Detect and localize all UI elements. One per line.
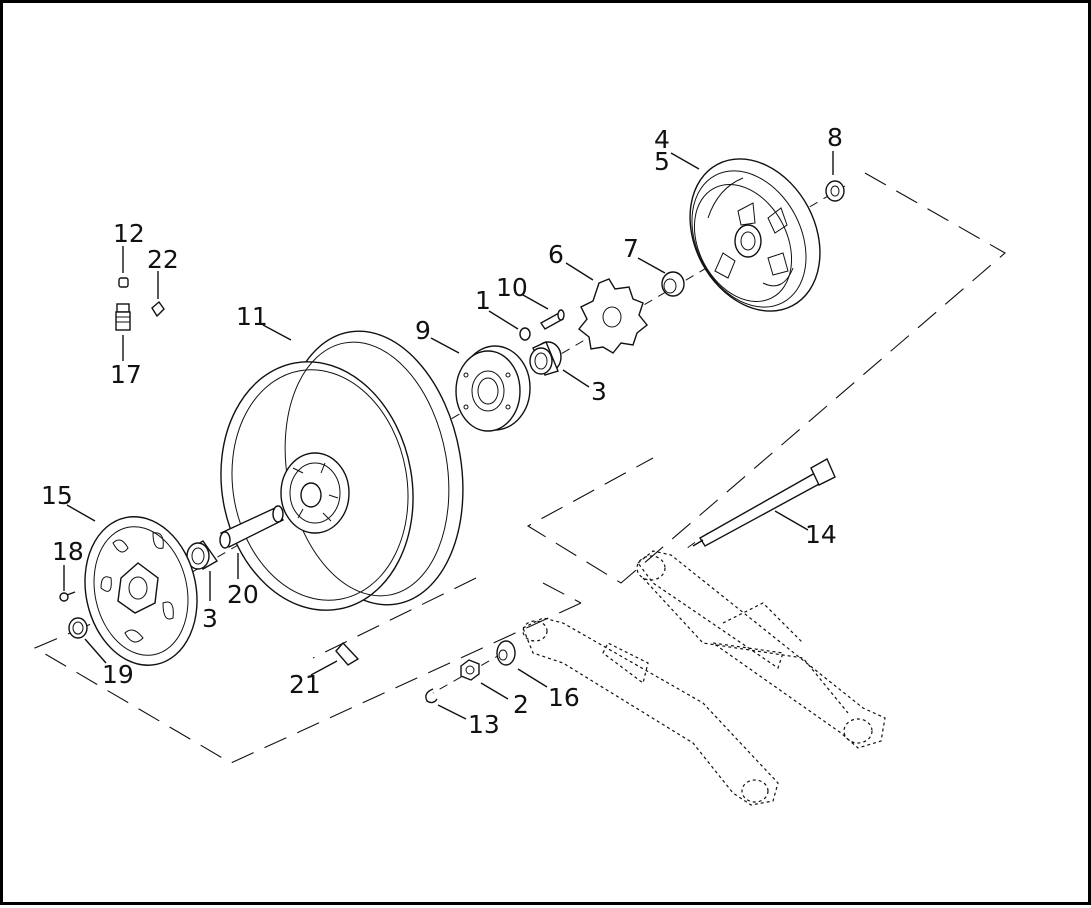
callout-labels: 4 5 8 12 22 6 7 10 1 11 9 17 3 15 14 18 … — [41, 123, 843, 739]
exploded-wheel-diagram: 4 5 8 12 22 6 7 10 1 11 9 17 3 15 14 18 … — [33, 123, 1006, 806]
callout-17: 17 — [110, 360, 142, 389]
callout-18: 18 — [52, 537, 84, 566]
callout-14: 14 — [805, 520, 837, 549]
callout-16: 16 — [548, 683, 580, 712]
washer-16 — [496, 640, 516, 666]
pulley-flange-9 — [455, 345, 531, 432]
bearing-7 — [661, 271, 685, 297]
assembly-boundary-lines — [33, 172, 1006, 764]
valve-cap-12 — [118, 277, 129, 288]
callout-8: 8 — [827, 123, 843, 152]
valve-stem-17 — [115, 303, 131, 331]
wheel-11 — [220, 330, 464, 611]
bearing-3-upper — [529, 341, 562, 376]
spacer-8 — [825, 180, 845, 202]
callout-10: 10 — [496, 273, 528, 302]
callout-7: 7 — [623, 234, 639, 263]
isolator-6 — [578, 278, 648, 354]
callout-12: 12 — [113, 219, 145, 248]
callout-2: 2 — [513, 690, 529, 719]
leader-lines — [63, 151, 834, 720]
callout-5: 5 — [654, 147, 670, 176]
valve-core-22 — [151, 300, 165, 318]
callout-19: 19 — [102, 660, 134, 689]
callout-3-upper: 3 — [591, 377, 607, 406]
callout-9: 9 — [415, 316, 431, 345]
bearing-3-lower — [186, 540, 219, 570]
callout-1: 1 — [475, 286, 491, 315]
callout-11: 11 — [236, 302, 268, 331]
washer-1 — [519, 327, 531, 341]
brake-disc-15 — [84, 516, 198, 666]
callout-22: 22 — [147, 245, 179, 274]
callout-6: 6 — [548, 240, 564, 269]
callout-20: 20 — [227, 580, 259, 609]
bolt-10 — [539, 309, 565, 330]
e-clip-13 — [425, 688, 438, 704]
swingarm-phantom — [522, 550, 886, 806]
callout-13: 13 — [468, 710, 500, 739]
seal-19 — [68, 617, 88, 639]
axle-spacer-20 — [219, 505, 285, 549]
rear-axle-14 — [692, 458, 836, 547]
callout-4: 4 — [654, 125, 670, 154]
rear-pulley — [689, 158, 821, 312]
callout-21: 21 — [289, 670, 321, 699]
axle-nut-2 — [460, 659, 480, 681]
callout-3-lower: 3 — [202, 604, 218, 633]
balance-weight-21 — [335, 641, 360, 666]
screw-18 — [59, 591, 76, 602]
callout-15: 15 — [41, 481, 73, 510]
